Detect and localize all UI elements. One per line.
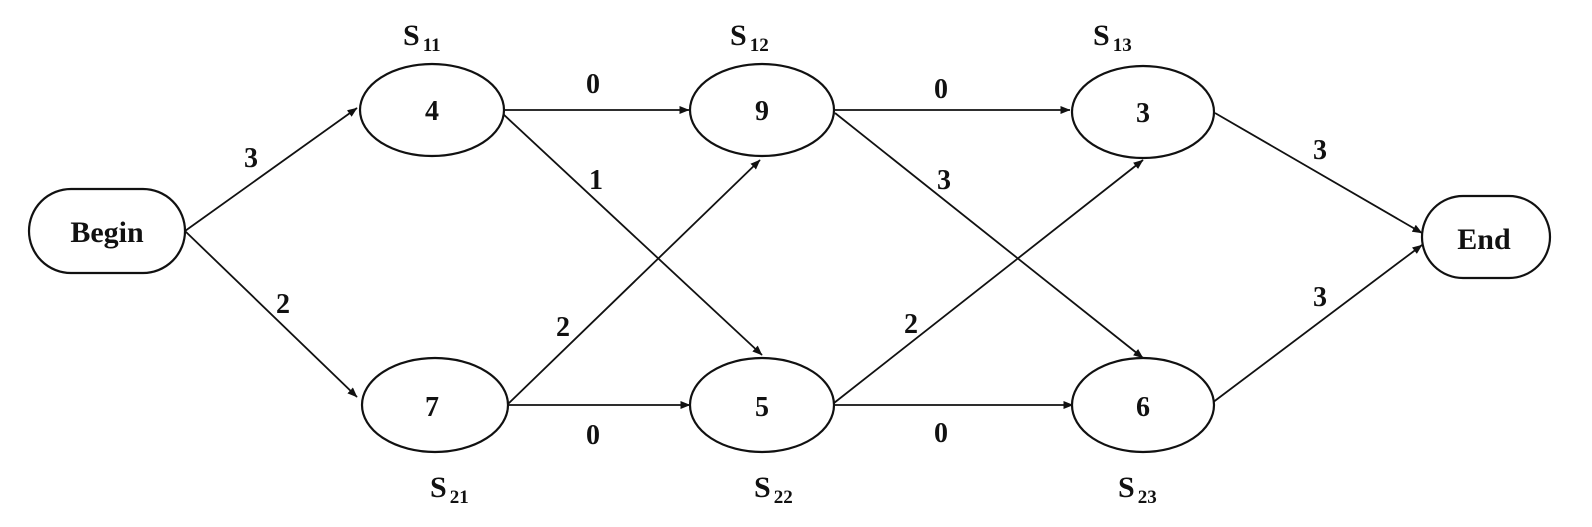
- weight-s22-s23: 0: [934, 418, 948, 449]
- node-s23-value: 6: [1136, 392, 1150, 423]
- weight-s22-s13: 2: [904, 309, 918, 340]
- label-s23-sub: 23: [1138, 487, 1157, 508]
- end-label: End: [1457, 223, 1511, 256]
- edge-begin-s21: [184, 230, 358, 398]
- label-s21-sub: 21: [450, 487, 469, 508]
- node-s22: 5: [688, 356, 836, 454]
- weight-s11-s22: 1: [589, 165, 603, 196]
- edge-s23-end: [1211, 244, 1423, 404]
- label-s11-sub: 11: [423, 35, 441, 56]
- weight-begin-s11: 3: [244, 143, 258, 174]
- node-s13-value: 3: [1136, 98, 1150, 129]
- end-node: End: [1420, 194, 1552, 280]
- edge-begin-s11: [184, 107, 358, 232]
- node-s13: 3: [1070, 64, 1216, 160]
- weight-s12-s23: 3: [937, 165, 951, 196]
- label-s11-main: S: [403, 19, 420, 52]
- weight-s23-end: 3: [1313, 282, 1327, 313]
- begin-node: Begin: [27, 187, 187, 275]
- node-s11-value: 4: [425, 96, 439, 127]
- node-s21: 7: [360, 356, 510, 454]
- begin-label: Begin: [70, 216, 144, 249]
- node-s23: 6: [1070, 356, 1216, 454]
- weight-s21-s12: 2: [556, 312, 570, 343]
- edge-s21-s12: [507, 159, 761, 405]
- label-s12-main: S: [730, 19, 747, 52]
- label-s13-main: S: [1093, 19, 1110, 52]
- label-s22-sub: 22: [774, 487, 793, 508]
- node-s11: 4: [358, 62, 506, 158]
- node-s21-value: 7: [425, 392, 439, 423]
- label-s21-main: S: [430, 471, 447, 504]
- edge-lines: [184, 106, 1423, 409]
- weight-begin-s21: 2: [276, 289, 290, 320]
- edge-s12-s23: [834, 112, 1144, 359]
- edge-s22-s13: [833, 159, 1144, 404]
- label-s22-main: S: [754, 471, 771, 504]
- node-s12: 9: [688, 62, 836, 158]
- label-s13-sub: 13: [1113, 35, 1132, 56]
- label-s23-main: S: [1118, 471, 1135, 504]
- weight-s13-end: 3: [1313, 135, 1327, 166]
- node-s12-value: 9: [755, 96, 769, 127]
- weight-s12-s13: 0: [934, 74, 948, 105]
- edge-s13-end: [1214, 112, 1423, 234]
- weight-s21-s22: 0: [586, 420, 600, 451]
- edge-s11-s22: [501, 112, 763, 356]
- weight-s11-s12: 0: [586, 69, 600, 100]
- edge-weights: 3 2 0 1 2 0 0 3 2 0 3 3: [244, 69, 1327, 451]
- label-s12-sub: 12: [750, 35, 769, 56]
- node-s22-value: 5: [755, 392, 769, 423]
